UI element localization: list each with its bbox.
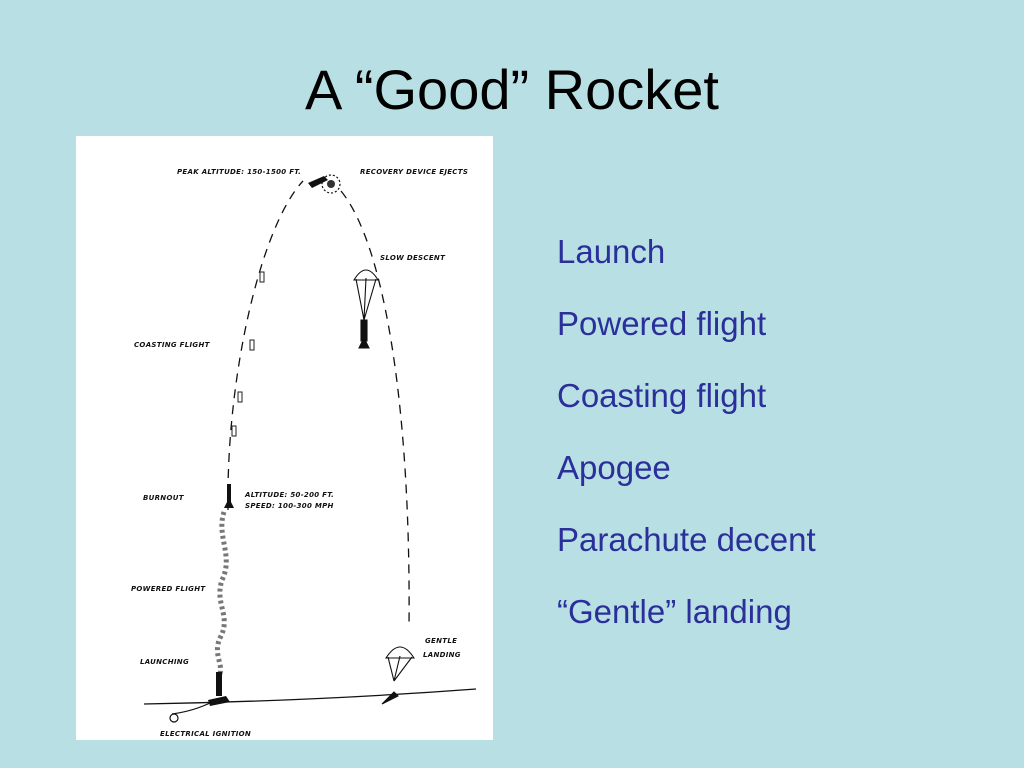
- flight-path-svg: PEAK ALTITUDE: 150-1500 FT. RECOVERY DEV…: [131, 168, 477, 738]
- flight-stages-list: Launch Powered flight Coasting flight Ap…: [557, 232, 816, 664]
- altitude-label: ALTITUDE: 50-200 FT.: [244, 491, 334, 499]
- gentle-label: GENTLE: [425, 637, 457, 645]
- powered-flight-label: POWERED FLIGHT: [131, 585, 206, 593]
- parachute-descent-icon: [353, 269, 379, 349]
- stage-item: Apogee: [557, 449, 671, 486]
- burnout-rocket-icon: [224, 484, 234, 508]
- landing-parachute-icon: [381, 646, 416, 705]
- apogee-rocket-icon: [308, 174, 341, 194]
- rocket-flight-diagram: PEAK ALTITUDE: 150-1500 FT. RECOVERY DEV…: [76, 136, 493, 740]
- stage-item: Coasting flight: [557, 377, 767, 414]
- stage-item: Powered flight: [557, 305, 767, 342]
- speed-label: SPEED: 100-300 MPH: [245, 502, 334, 510]
- launching-label: LAUNCHING: [140, 658, 189, 666]
- stage-item: Launch: [557, 233, 666, 270]
- exhaust-trail: [214, 511, 229, 680]
- stage-item: “Gentle” landing: [557, 593, 792, 630]
- burnout-label: BURNOUT: [143, 494, 185, 502]
- landing-label: LANDING: [423, 651, 461, 659]
- descent-path: [340, 190, 410, 627]
- slide-title: A “Good” Rocket: [305, 58, 719, 121]
- ground-line: [143, 688, 477, 705]
- electrical-ignition-label: ELECTRICAL IGNITION: [160, 730, 251, 738]
- launch-pad-icon: [169, 672, 230, 723]
- peak-altitude-label: PEAK ALTITUDE: 150-1500 FT.: [177, 168, 301, 176]
- stage-item: Parachute decent: [557, 521, 816, 558]
- recovery-ejects-label: RECOVERY DEVICE EJECTS: [360, 168, 468, 176]
- ascent-path: [227, 180, 304, 511]
- coasting-rocket-icons: [231, 271, 265, 437]
- slow-descent-label: SLOW DESCENT: [380, 254, 446, 262]
- coasting-flight-label: COASTING FLIGHT: [134, 341, 211, 349]
